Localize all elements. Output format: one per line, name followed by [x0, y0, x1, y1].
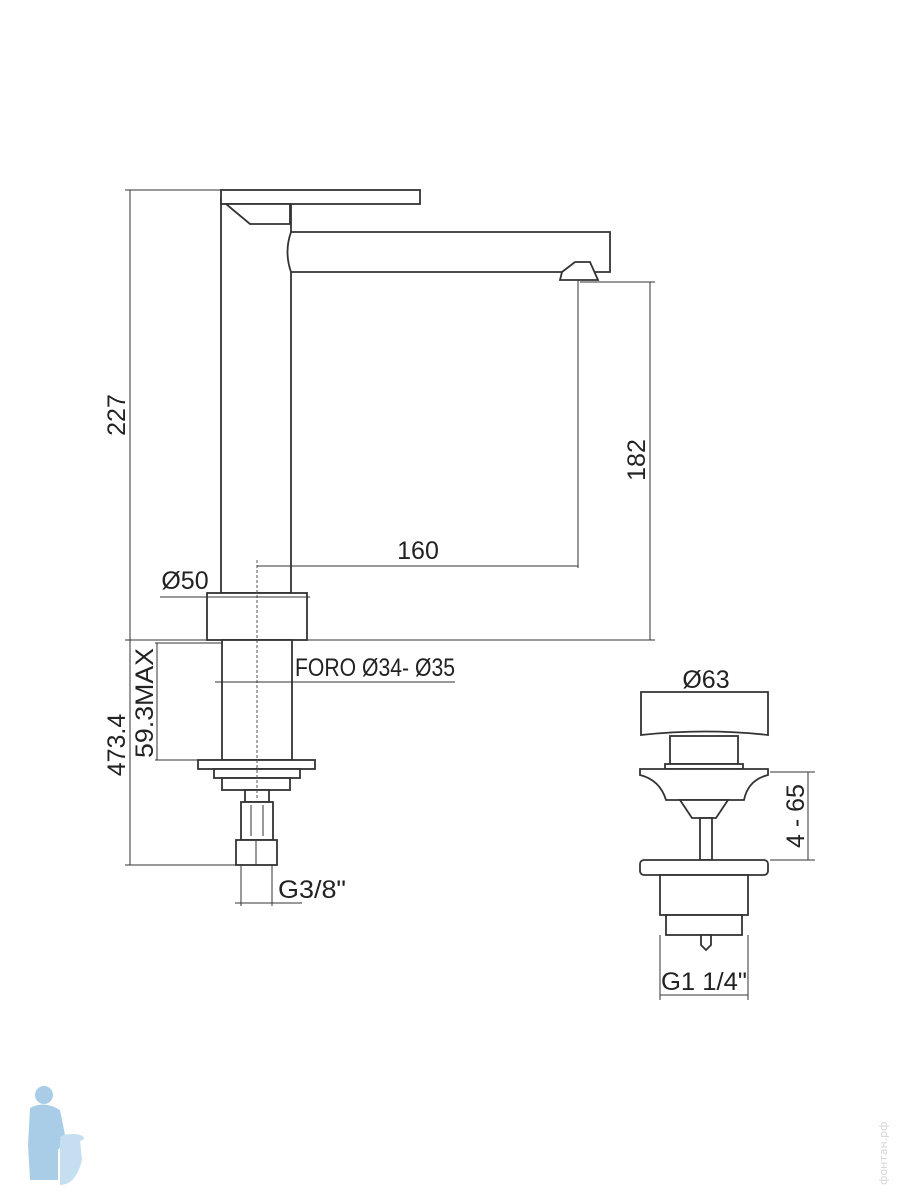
- connector-body: [240, 801, 274, 841]
- drain-lower-flange: [639, 859, 769, 876]
- dim-cap-diameter: Ø63: [682, 666, 729, 694]
- nut: [221, 777, 291, 791]
- drain-cap: [640, 691, 769, 737]
- watermark: фонтан.рф: [877, 1121, 890, 1185]
- drain-body: [659, 874, 749, 916]
- drain-dimensions: Ø63 4 - 65 G1 1/4": [641, 666, 815, 1000]
- drain-thread: [665, 914, 743, 936]
- dim-base-diameter: Ø50: [161, 567, 208, 595]
- drain-pin: [700, 934, 712, 952]
- dim-deck-range: 4 - 65: [782, 784, 810, 848]
- dim-hose-thread: G3/8": [278, 876, 346, 904]
- drain-flange: [639, 768, 769, 801]
- aerator: [558, 261, 600, 281]
- drain-rod: [699, 817, 713, 861]
- dim-drain-thread: G1 1/4": [661, 968, 747, 996]
- dim-max-thickness: 59.3MAX: [131, 648, 159, 758]
- faucet: [197, 189, 611, 866]
- dim-spout-reach: 160: [397, 537, 439, 565]
- drain: [639, 691, 769, 952]
- faucet-column: [220, 197, 292, 594]
- plumber-logo: [28, 1086, 84, 1185]
- spout: [286, 231, 611, 273]
- dim-hole-diameter: FORO Ø34- Ø35: [295, 654, 455, 682]
- dim-hose-length: 473.4: [103, 714, 131, 777]
- dim-total-height: 227: [103, 394, 131, 436]
- faucet-dimensions: 227 182 160 Ø50 FORO Ø34- Ø35 59.3MAX 47…: [103, 189, 655, 906]
- drain-stem-top: [669, 735, 739, 765]
- dim-spout-height: 182: [623, 439, 651, 481]
- faucet-lever: [220, 189, 421, 205]
- lever-cap: [223, 203, 291, 225]
